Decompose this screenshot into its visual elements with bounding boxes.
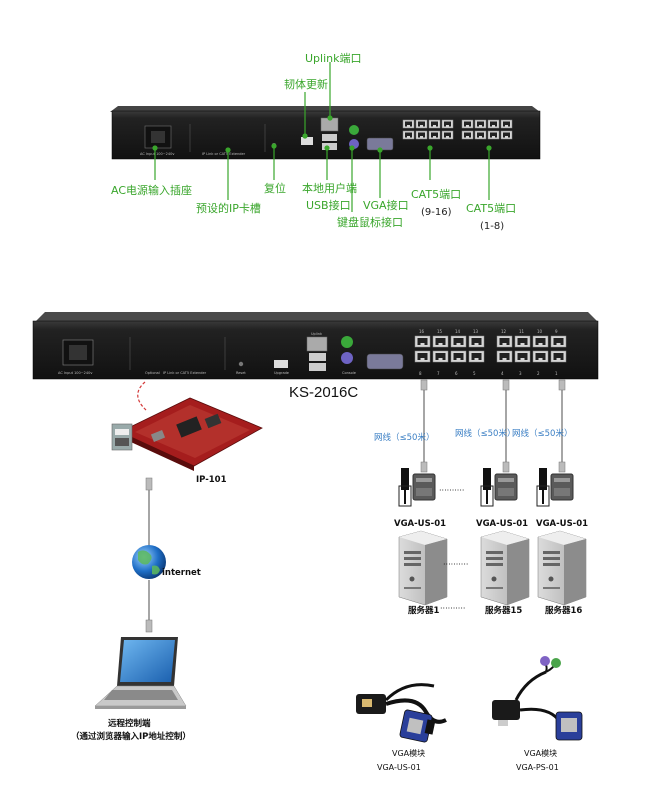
main-panel-console-text: Console [342,371,356,375]
port-num-2: 2 [537,371,540,376]
label-reset: 复位 [264,181,286,195]
main-panel-uplink-text: Uplink [311,332,323,336]
main-panel-upgrade-text: Upgrade [274,371,289,375]
port-num-11: 11 [519,329,525,334]
label-cat5-b-range: (1-8) [480,221,504,232]
remote-note: （通过浏览器输入IP地址控制） [71,731,191,742]
main-panel-reset-text: Reset [236,371,246,375]
main-panel-ip-text: IP Link or CAT5 Extender [163,371,207,375]
label-vga-port: VGA接口 [363,199,409,212]
internet-label: internet [162,568,201,578]
label-cat5-a-range: (9-16) [421,207,452,218]
server-ellipsis: ·········· [443,560,468,569]
cable-label-16: 网线（≤50米） [512,428,572,439]
label-usb-port: USB接口 [306,199,351,212]
top-callout-lines [152,62,492,212]
port-num-12: 12 [501,329,507,334]
ip-card-image [111,397,263,471]
device-model: KS-2016C [289,384,358,401]
us-module-model: VGA-US-01 [377,763,421,772]
label-cat5-b: CAT5端口 [466,202,516,215]
vga-us-module-image [356,683,447,743]
server-16-label: 服务器16 [545,605,582,616]
adapter-15 [480,467,518,507]
cable-label-15: 网线（≤50米） [455,428,515,439]
port-num-8: 8 [419,371,422,376]
label-uplink-port: Uplink端口 [305,52,362,65]
port-num-16: 16 [419,329,425,334]
remote-title: 远程控制端 [108,718,151,729]
port-num-13: 13 [473,329,479,334]
port-num-7: 7 [437,371,440,376]
panel-ip-text: IP Link or CAT5 Extender [202,152,246,156]
main-panel-optional-text: Optional [145,371,160,375]
port-num-15: 15 [437,329,443,334]
server-15-icon [480,530,530,606]
panel-ac-text: AC Input 100~240v [140,152,174,156]
adapter-16-label: VGA-US-01 [536,519,588,529]
adapter-1 [398,467,436,507]
adapter-1-label: VGA-US-01 [394,519,446,529]
label-firmware-update: 韧体更新 [284,77,328,91]
port-num-9: 9 [555,329,558,334]
server-15-label: 服务器15 [485,605,522,616]
adapter-ellipsis: ·········· [439,486,464,495]
port-num-4: 4 [501,371,504,376]
label-ip-card-slot: 预设的IP卡槽 [196,201,261,215]
label-local-user: 本地用户端 [302,181,357,195]
server-1-icon [398,530,448,606]
port-num-5: 5 [473,371,476,376]
ps-module-model: VGA-PS-01 [516,763,559,772]
us-module-title: VGA模块 [392,748,425,758]
server-1-label: 服务器1 [408,605,440,616]
port-num-3: 3 [519,371,522,376]
adapter-15-label: VGA-US-01 [476,519,528,529]
label-ac-power: AC电源输入插座 [111,183,192,197]
adapter-16 [536,467,574,507]
port-num-14: 14 [455,329,461,334]
label-cat5-a: CAT5端口 [411,188,461,201]
ps-module-title: VGA模块 [524,748,557,758]
laptop-icon [94,637,187,709]
server-label-ellipsis: ·········· [440,604,465,613]
port-num-10: 10 [537,329,543,334]
main-device: AC Input 100~240v Optional IP Link or CA… [32,312,599,380]
cat5-cables [423,386,563,470]
cable-label-1: 网线（≤50米） [374,432,434,443]
ip-card-insert-arrow [137,381,147,411]
vga-ps-module-image [492,656,583,741]
ip-cable [145,477,153,545]
label-keyboard-mouse: 键盘鼠标接口 [337,215,403,229]
top-device: AC Input 100~240v IP Link or CAT5 Extend… [110,106,541,160]
main-panel-ac-text: AC Input 100~240v [58,371,92,375]
server-16-icon [537,530,587,606]
ip-card-label: IP-101 [196,475,227,485]
internet-globe-icon [132,545,166,579]
port-num-6: 6 [455,371,458,376]
port-num-1: 1 [555,371,558,376]
